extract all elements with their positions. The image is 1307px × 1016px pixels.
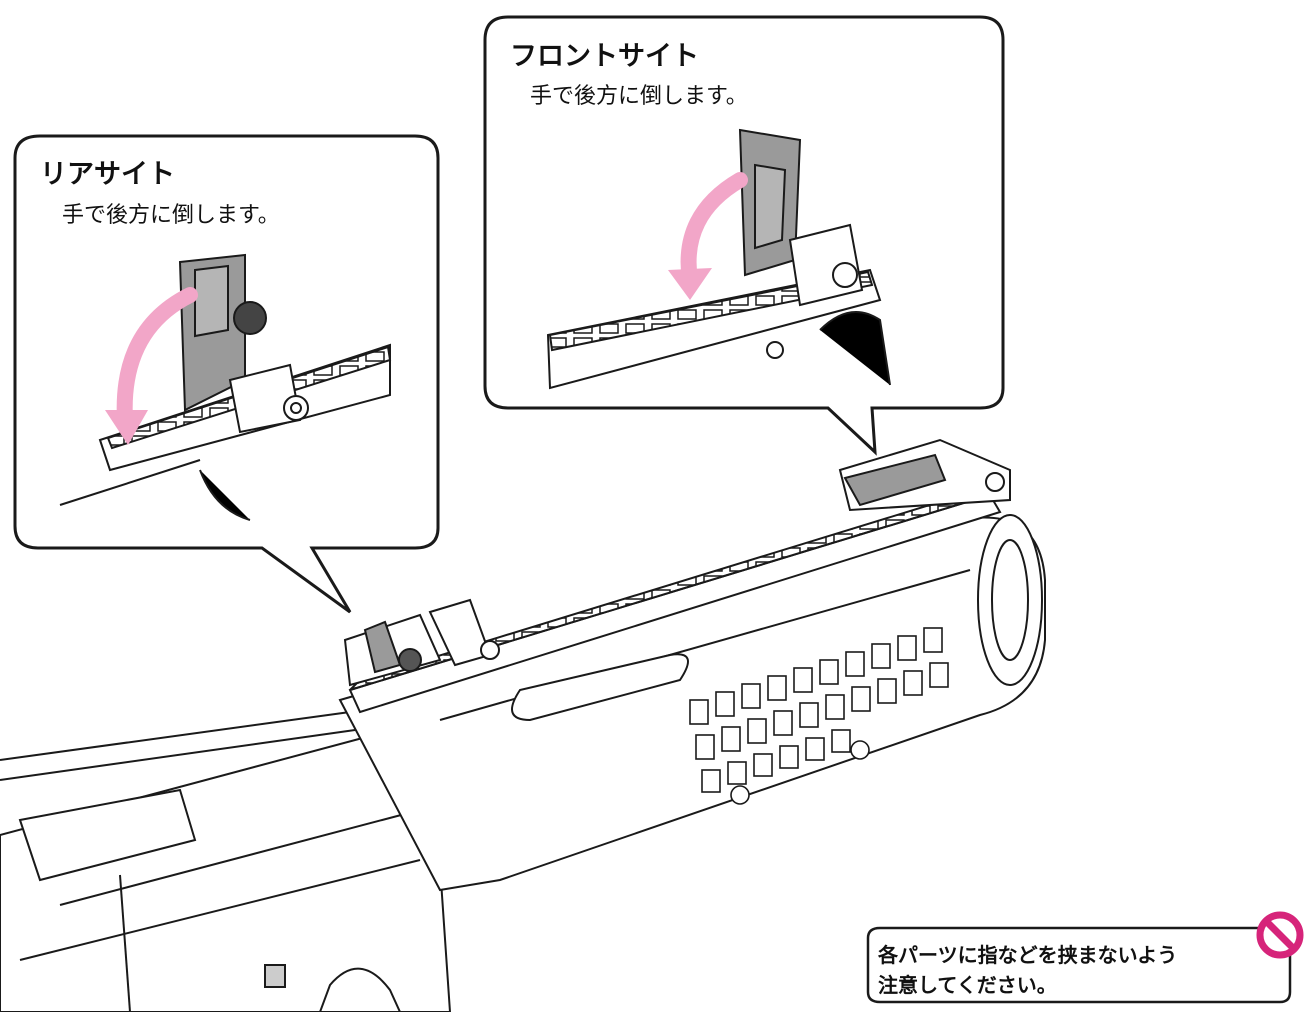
rotation-arrow bbox=[116, 287, 198, 428]
front-sight-description: 手で後方に倒します。 bbox=[530, 84, 748, 109]
warning-box bbox=[866, 911, 1304, 1004]
rear-sight-callout bbox=[13, 134, 440, 614]
warning-line-2: 注意してください。 bbox=[878, 973, 1057, 997]
rear-sight-title: リアサイト bbox=[40, 159, 175, 190]
arrow-head bbox=[668, 268, 712, 300]
rotation-arrow bbox=[680, 172, 748, 288]
rear-sight-description: 手で後方に倒します。 bbox=[62, 203, 280, 228]
rear-sight-mounted bbox=[343, 598, 500, 687]
front-sight-detail bbox=[546, 128, 891, 390]
rear-sight-detail bbox=[59, 253, 392, 521]
front-sight-mounted bbox=[838, 438, 1011, 512]
warning-text: 各パーツに指などを挟まないよう 注意してください。 bbox=[878, 940, 1263, 1000]
rifle-body bbox=[0, 486, 1046, 1013]
arrow-head bbox=[105, 410, 148, 445]
prohibition-icon bbox=[1256, 911, 1304, 959]
front-sight-title: フロントサイト bbox=[510, 41, 699, 72]
front-sight-callout bbox=[483, 15, 1005, 456]
warning-line-1: 各パーツに指などを挟まないよう bbox=[878, 943, 1178, 967]
handguard-vents bbox=[689, 627, 949, 805]
